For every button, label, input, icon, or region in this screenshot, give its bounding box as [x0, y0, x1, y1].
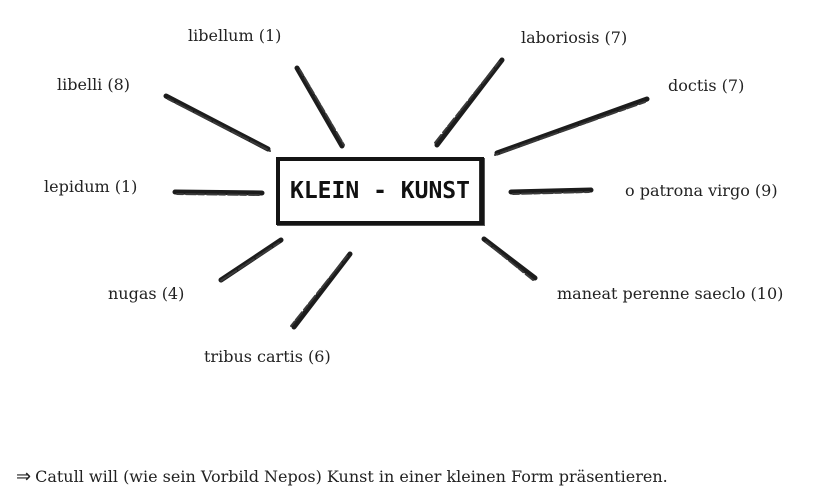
- conclusion-line: ⇒Catull will (wie sein Vorbild Nepos) Ku…: [16, 466, 668, 487]
- ray-doctis: [494, 96, 650, 156]
- conclusion-text: Catull will (wie sein Vorbild Nepos) Kun…: [35, 467, 668, 486]
- ray-doctis-texture: [494, 101, 646, 156]
- ray-maneat-perenne-saeclo-texture: [485, 241, 534, 281]
- term-maneat-perenne-saeclo: maneat perenne saeclo (10): [557, 284, 784, 303]
- ray-tribus-cartis-texture: [290, 255, 348, 327]
- ray-libellum: [294, 65, 345, 149]
- ray-lepidum: [172, 189, 265, 196]
- ray-o-patrona-virgo: [508, 187, 594, 195]
- ray-lepidum-texture: [176, 193, 261, 196]
- term-libelli: libelli (8): [57, 75, 131, 94]
- center-concept-label: KLEIN - KUNST: [289, 178, 470, 204]
- term-o-patrona-virgo: o patrona virgo (9): [625, 181, 778, 200]
- ray-tribus-cartis: [291, 251, 353, 330]
- center-concept-box: KLEIN - KUNST: [276, 157, 484, 225]
- ray-o-patrona-virgo-texture: [512, 191, 590, 195]
- ray-laboriosis: [434, 57, 505, 148]
- ray-libelli: [163, 93, 271, 152]
- term-laboriosis: laboriosis (7): [521, 28, 628, 47]
- ray-libelli-texture: [167, 98, 271, 152]
- term-tribus-cartis: tribus cartis (6): [204, 347, 331, 366]
- term-libellum: libellum (1): [188, 26, 282, 45]
- term-lepidum: lepidum (1): [44, 177, 138, 196]
- term-nugas: nugas (4): [108, 284, 185, 303]
- ray-nugas-texture: [218, 242, 280, 283]
- ray-libellum-texture: [299, 69, 345, 146]
- implies-arrow-icon: ⇒: [16, 466, 32, 487]
- term-doctis: doctis (7): [668, 76, 745, 95]
- ray-laboriosis-texture: [433, 61, 500, 145]
- ray-maneat-perenne-saeclo: [481, 236, 538, 281]
